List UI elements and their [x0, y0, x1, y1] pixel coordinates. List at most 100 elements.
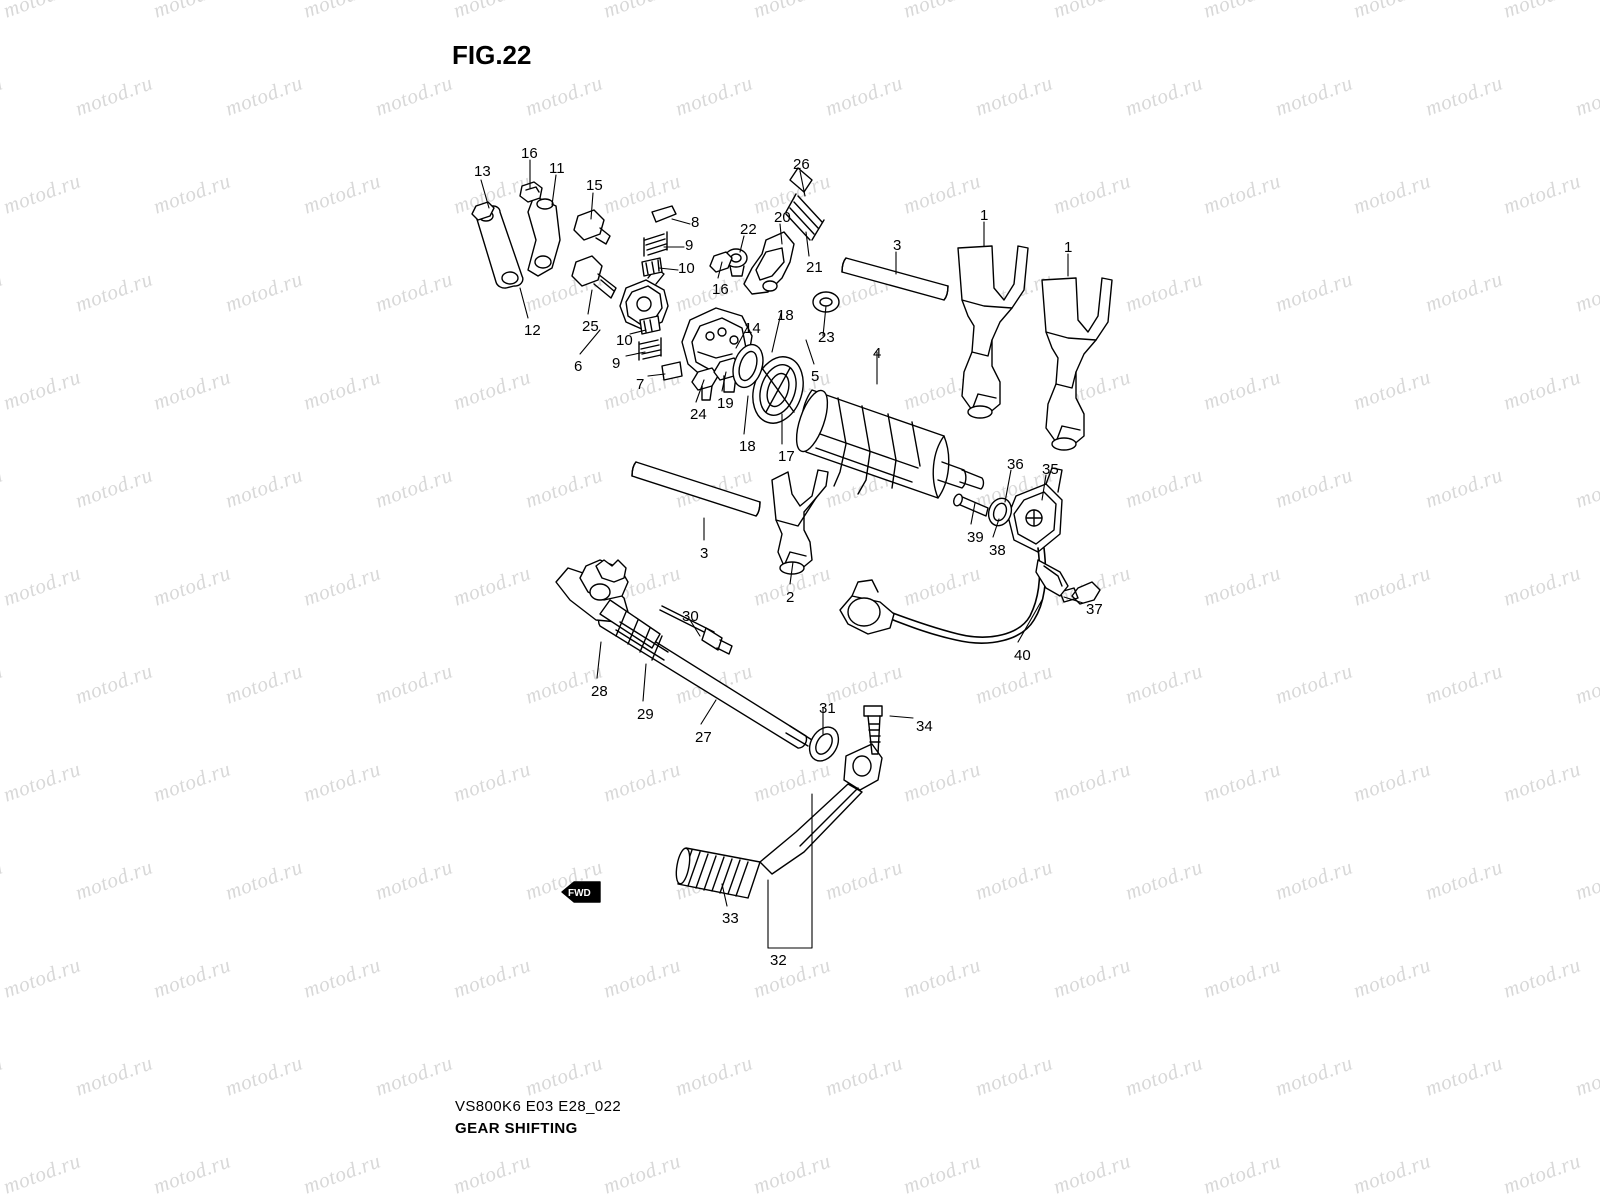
part-oil-seal-31 — [808, 726, 840, 762]
leader-line — [579, 329, 601, 355]
leader-line — [695, 379, 705, 403]
callout-number: 36 — [1007, 456, 1024, 473]
leader-lines — [480, 159, 1084, 735]
leader-line — [596, 641, 602, 679]
callout-number: 18 — [777, 307, 794, 324]
leader-line — [735, 325, 749, 349]
footer-section-name: GEAR SHIFTING — [455, 1120, 578, 1137]
callout-number: 26 — [793, 156, 810, 173]
part-wire-40 — [839, 547, 1069, 644]
callout-number: 19 — [717, 395, 734, 412]
callout-number: 31 — [819, 700, 836, 717]
part-nut-16 — [519, 181, 543, 203]
part-shift-fork-2 — [771, 469, 829, 575]
callout-number: 37 — [1086, 601, 1103, 618]
leader-line — [587, 289, 593, 315]
leader-line — [717, 261, 723, 279]
callout-number: 14 — [744, 320, 761, 337]
callout-number: 13 — [474, 163, 491, 180]
callout-number: 30 — [682, 608, 699, 625]
leader-line — [992, 518, 1000, 538]
callout-number: 3 — [893, 237, 902, 254]
part-spring-9b — [638, 337, 662, 361]
footer-model-code: VS800K6 E03 E28_022 — [455, 1098, 622, 1115]
leader-line — [689, 619, 701, 637]
leader-line — [671, 218, 691, 225]
part-oring-36 — [987, 497, 1013, 527]
leader-line — [658, 267, 679, 271]
leader-line — [1017, 599, 1043, 643]
leader-line — [779, 223, 783, 245]
part-stopper-plate-11 — [527, 195, 561, 277]
callout-number: 21 — [806, 259, 823, 276]
leader-line — [822, 305, 827, 337]
fwd-arrow — [561, 881, 601, 903]
leader-line — [799, 170, 806, 197]
part-shaft-3-lower — [631, 461, 761, 517]
leader-line — [1041, 474, 1047, 501]
part-spring-9a — [643, 231, 668, 257]
leader-line — [889, 715, 914, 719]
callout-number: 9 — [685, 237, 694, 254]
fwd-label: FWD — [568, 888, 591, 899]
callout-number: 11 — [549, 160, 565, 177]
leader-line — [805, 231, 810, 257]
callout-number: 29 — [637, 706, 654, 723]
callout-number: 18 — [739, 438, 756, 455]
callout-number: 1 — [1064, 239, 1073, 256]
part-lever-28 — [555, 559, 661, 649]
leader-line — [625, 351, 646, 357]
callout-number: 17 — [778, 448, 795, 465]
leader-line — [590, 192, 594, 220]
callout-number: 28 — [591, 683, 608, 700]
part-pin-10a — [641, 257, 663, 277]
callout-number: 15 — [586, 177, 603, 194]
callout-number: 32 — [770, 952, 787, 969]
part-stopper-arm-12 — [474, 205, 524, 289]
callout-number: 24 — [690, 406, 707, 423]
part-bolt-37 — [1059, 581, 1101, 605]
callout-number: 25 — [582, 318, 599, 335]
part-shift-fork-1-right — [1041, 277, 1113, 451]
part-ring-18 — [732, 343, 764, 389]
callout-number: 9 — [612, 355, 621, 372]
callout-number: 3 — [700, 545, 709, 562]
part-gearshift-cam-4 — [795, 389, 985, 499]
part-gearshift-lever-32 — [759, 743, 883, 875]
part-bolt-25 — [571, 255, 617, 299]
part-pin-30 — [659, 605, 733, 655]
leader-line — [1004, 469, 1012, 503]
part-nut-16b — [709, 251, 733, 273]
leader-line — [743, 395, 749, 435]
leader-line — [519, 287, 529, 319]
part-bolt-24 — [691, 367, 719, 401]
figure-title: FIG.22 — [452, 40, 532, 70]
callout-number: 16 — [712, 281, 729, 298]
callout-number: 40 — [1014, 647, 1031, 664]
leader-line — [739, 235, 745, 253]
part-spring-21 — [785, 193, 825, 241]
callout-number: 6 — [574, 358, 583, 375]
part-shift-fork-1-left — [957, 245, 1029, 419]
leader-line — [970, 502, 976, 525]
callout-number: 2 — [786, 589, 795, 606]
callout-number: 10 — [616, 332, 633, 349]
callout-number: 4 — [873, 345, 882, 362]
part-pin-7 — [661, 361, 683, 381]
callout-bracket-32 — [767, 793, 813, 949]
callout-number: 38 — [989, 542, 1006, 559]
callout-number: 35 — [1042, 461, 1059, 478]
part-spring-29 — [615, 611, 669, 661]
callout-number: 1 — [980, 207, 989, 224]
leader-line — [642, 663, 647, 702]
callout-number: 33 — [722, 910, 739, 927]
callout-number: 5 — [811, 368, 820, 385]
part-contact-39-38 — [953, 493, 989, 517]
part-rubber-33 — [675, 847, 761, 899]
callout-number: 7 — [636, 376, 645, 393]
part-shaft-3-upper — [841, 257, 949, 301]
leader-line — [1063, 596, 1084, 604]
